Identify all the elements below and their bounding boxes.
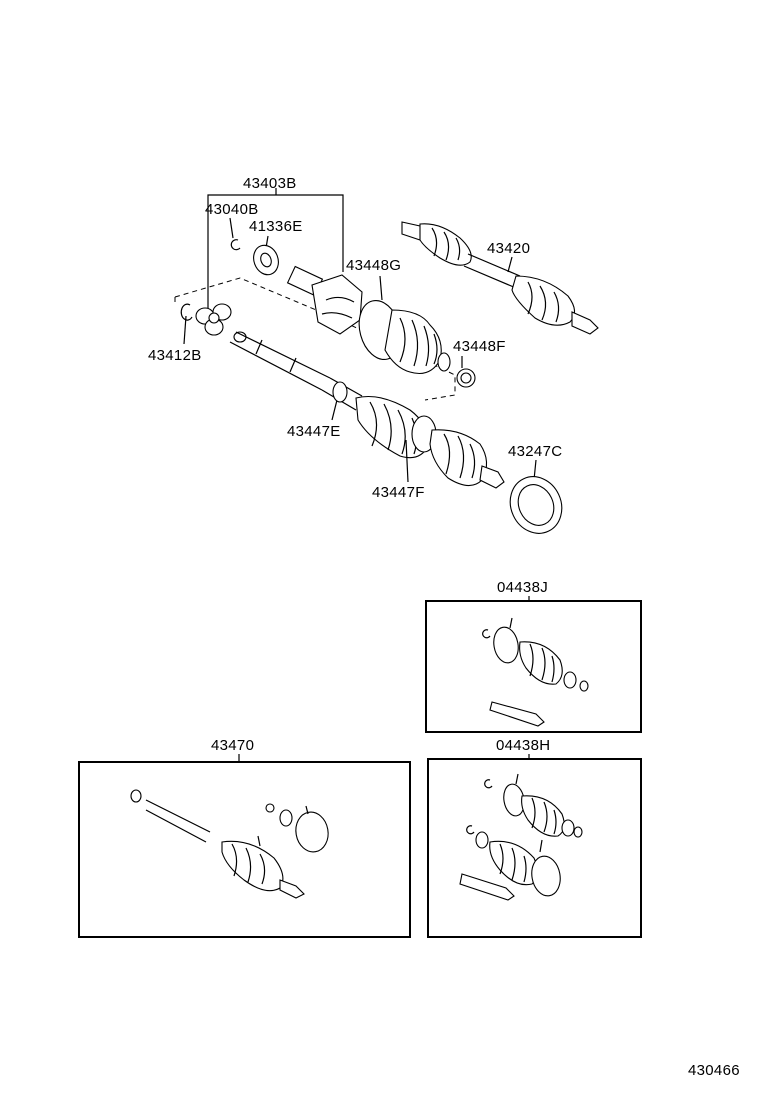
label-43448F: 43448F — [453, 338, 506, 355]
kit-box-04438H — [427, 758, 642, 938]
main-shaft-part — [229, 331, 363, 411]
label-43447E: 43447E — [287, 423, 341, 440]
label-43447F: 43447F — [372, 484, 425, 501]
bracket-43403B — [207, 188, 344, 320]
joint-housing-part — [286, 265, 363, 335]
boot-kit-04438J-parts — [482, 617, 589, 727]
circlip-43412B — [180, 303, 193, 321]
label-43470: 43470 — [211, 737, 254, 754]
dust-seal-43247C — [509, 476, 563, 534]
boot-43448G — [358, 300, 451, 375]
figure-number: 430466 — [688, 1062, 740, 1079]
boot-kit-04438H-parts — [459, 773, 583, 901]
drive-shaft-43420 — [401, 221, 599, 335]
label-04438H: 04438H — [496, 737, 550, 754]
kit-box-04438J — [425, 600, 642, 733]
drive-shaft-43470-parts — [130, 789, 329, 899]
label-04438J: 04438J — [497, 579, 548, 596]
label-43040B: 43040B — [205, 201, 259, 218]
label-41336E: 41336E — [249, 218, 303, 235]
label-43448G: 43448G — [346, 257, 401, 274]
snap-ring-part — [230, 239, 241, 251]
label-43412B: 43412B — [148, 347, 202, 364]
label-43420: 43420 — [487, 240, 530, 257]
label-43247C: 43247C — [508, 443, 562, 460]
tripod-joint-part — [195, 303, 232, 336]
outer-boot-assembly — [355, 395, 505, 489]
clamp-43447E — [332, 381, 348, 403]
washer-41336E — [253, 244, 279, 276]
clamp-43448F — [456, 368, 476, 388]
kit-box-43470 — [78, 761, 411, 938]
label-43403B: 43403B — [243, 175, 297, 192]
